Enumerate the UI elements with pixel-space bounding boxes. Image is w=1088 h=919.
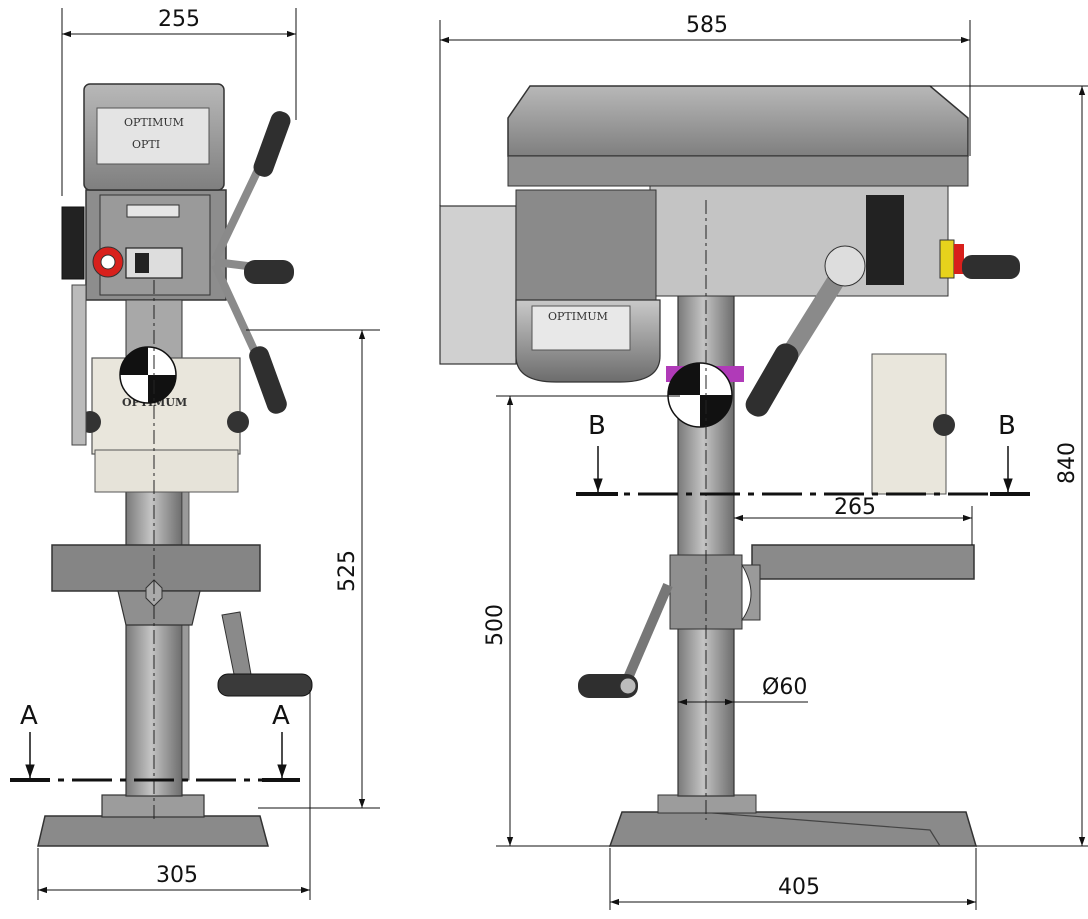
side-crank-hub [619,677,637,695]
dim-side-column-diameter: Ø60 [762,675,807,700]
dimension-lines [37,8,1088,910]
front-crank-arm [221,611,253,685]
side-motor-box [439,205,517,365]
front-base [37,815,269,847]
front-table-bracket [117,590,201,626]
side-view: OPTIMUM [439,85,1020,847]
front-display-slot [126,204,180,218]
section-a-right-label: A [272,701,290,731]
dim-side-total-height: 840 [1055,442,1080,484]
front-head-label-plate [96,107,210,165]
front-base-flange [101,794,205,818]
dim-front-base-width: 305 [156,863,198,888]
front-side-handle [61,206,85,280]
side-table-pivot [741,564,761,621]
section-a-left-label: A [20,701,38,731]
side-head-band [507,155,969,187]
front-depth-rod [71,284,87,446]
side-crank-arm [620,583,673,687]
dim-side-base-width: 405 [778,875,820,900]
side-center-target [667,362,733,428]
side-motor-brand: OPTIMUM [548,310,608,323]
front-model-text: OPTI [132,138,160,151]
side-switch-yellow [939,239,955,279]
front-brand-text: OPTIMUM [124,116,184,129]
side-feed-grip [745,343,799,417]
dim-side-table-reach: 265 [834,495,876,520]
front-center-target [119,346,177,404]
side-motor-fins [515,189,657,305]
front-guard-lower [94,449,239,493]
side-switch-red [954,244,964,274]
front-feed-grip-right [244,260,294,284]
side-base-rib [699,811,941,847]
side-table-collar [669,554,743,630]
front-feed-grip-up [253,111,291,177]
side-motor-plate [531,305,631,351]
section-b-left-label: B [588,411,606,441]
front-switch-button [135,253,149,273]
side-table-arm [751,544,975,580]
side-switch-block [866,195,904,285]
side-feed-hub [824,245,866,287]
front-guard-knob-right [227,411,249,433]
side-head-cap [507,85,969,157]
front-feed-grip-down [249,346,287,414]
side-side-grip [962,255,1020,279]
side-base-flange [657,794,757,814]
dim-front-top-width: 255 [158,7,200,32]
section-line-b: B B [576,411,1030,496]
front-view: OPTIMUM OPTI OPTIMUM [37,83,313,847]
section-line-a: A A [10,701,300,782]
dim-front-height: 525 [335,550,360,592]
dim-side-table-height: 500 [483,604,508,646]
front-crank-handle [217,673,313,697]
section-b-right-label: B [998,411,1016,441]
front-emergency-inner [100,254,116,270]
side-guard-knob [933,414,955,436]
front-rack [181,479,190,781]
front-switch-box [125,247,183,279]
dim-side-top-width: 585 [686,13,728,38]
